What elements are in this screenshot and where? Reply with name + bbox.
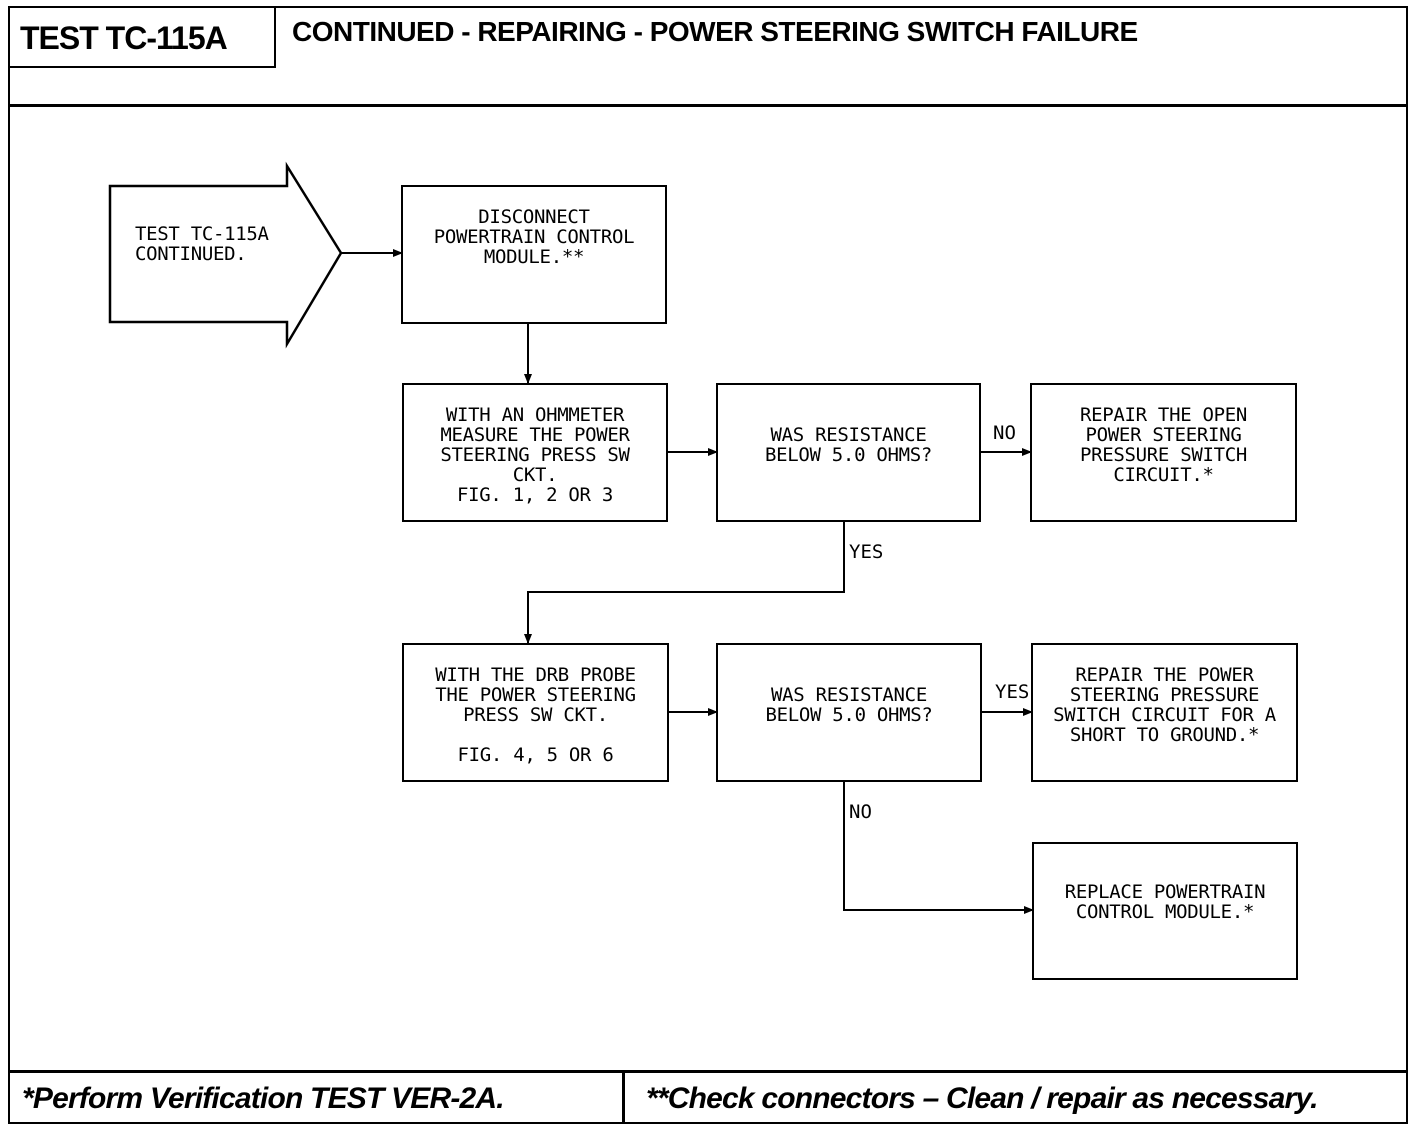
decision-1-box: WAS RESISTANCE BELOW 5.0 OHMS? bbox=[716, 383, 981, 522]
repair-short-text: REPAIR THE POWER STEERING PRESSURE SWITC… bbox=[1053, 664, 1276, 746]
decision-1-yes-label: YES bbox=[849, 541, 884, 563]
start-arrow-shape bbox=[108, 161, 343, 349]
replace-pcm-box: REPLACE POWERTRAIN CONTROL MODULE.* bbox=[1032, 842, 1298, 980]
repair-open-text: REPAIR THE OPEN POWER STEERING PRESSURE … bbox=[1079, 404, 1248, 486]
replace-pcm-text: REPLACE POWERTRAIN CONTROL MODULE.* bbox=[1064, 881, 1266, 923]
drb-probe-text: WITH THE DRB PROBE THE POWER STEERING PR… bbox=[435, 664, 636, 766]
decision-1-text: WAS RESISTANCE BELOW 5.0 OHMS? bbox=[764, 424, 933, 466]
decision-2-box: WAS RESISTANCE BELOW 5.0 OHMS? bbox=[716, 643, 982, 782]
test-id-label: TEST TC-115A bbox=[8, 6, 276, 68]
footer-divider bbox=[8, 1070, 1408, 1073]
connector-decision-2-no bbox=[843, 781, 1034, 914]
disconnect-pcm-box: DISCONNECT POWERTRAIN CONTROL MODULE.** bbox=[401, 185, 667, 324]
page-frame bbox=[8, 6, 1408, 1124]
measure-ohmmeter-text: WITH AN OHMMETER MEASURE THE POWER STEER… bbox=[440, 404, 630, 506]
page-title: CONTINUED - REPAIRING - POWER STEERING S… bbox=[292, 16, 1138, 47]
footer-column-divider bbox=[622, 1070, 625, 1124]
decision-2-text: WAS RESISTANCE BELOW 5.0 OHMS? bbox=[765, 684, 933, 726]
start-arrow-label: TEST TC-115A CONTINUED. bbox=[135, 223, 269, 265]
connectors-note: **Check connectors – Clean / repair as n… bbox=[646, 1082, 1319, 1115]
repair-short-box: REPAIR THE POWER STEERING PRESSURE SWITC… bbox=[1031, 643, 1298, 782]
decision-2-yes-label: YES bbox=[995, 681, 1030, 703]
header-divider bbox=[8, 104, 1408, 107]
drb-probe-box: WITH THE DRB PROBE THE POWER STEERING PR… bbox=[402, 643, 669, 782]
connector-decision-1-yes bbox=[524, 521, 845, 644]
disconnect-pcm-text: DISCONNECT POWERTRAIN CONTROL MODULE.** bbox=[433, 206, 635, 268]
verification-note: *Perform Verification TEST VER-2A. bbox=[22, 1082, 505, 1115]
measure-ohmmeter-box: WITH AN OHMMETER MEASURE THE POWER STEER… bbox=[402, 383, 668, 522]
decision-1-no-label: NO bbox=[993, 422, 1016, 444]
decision-2-no-label: NO bbox=[849, 801, 872, 823]
repair-open-box: REPAIR THE OPEN POWER STEERING PRESSURE … bbox=[1030, 383, 1297, 522]
